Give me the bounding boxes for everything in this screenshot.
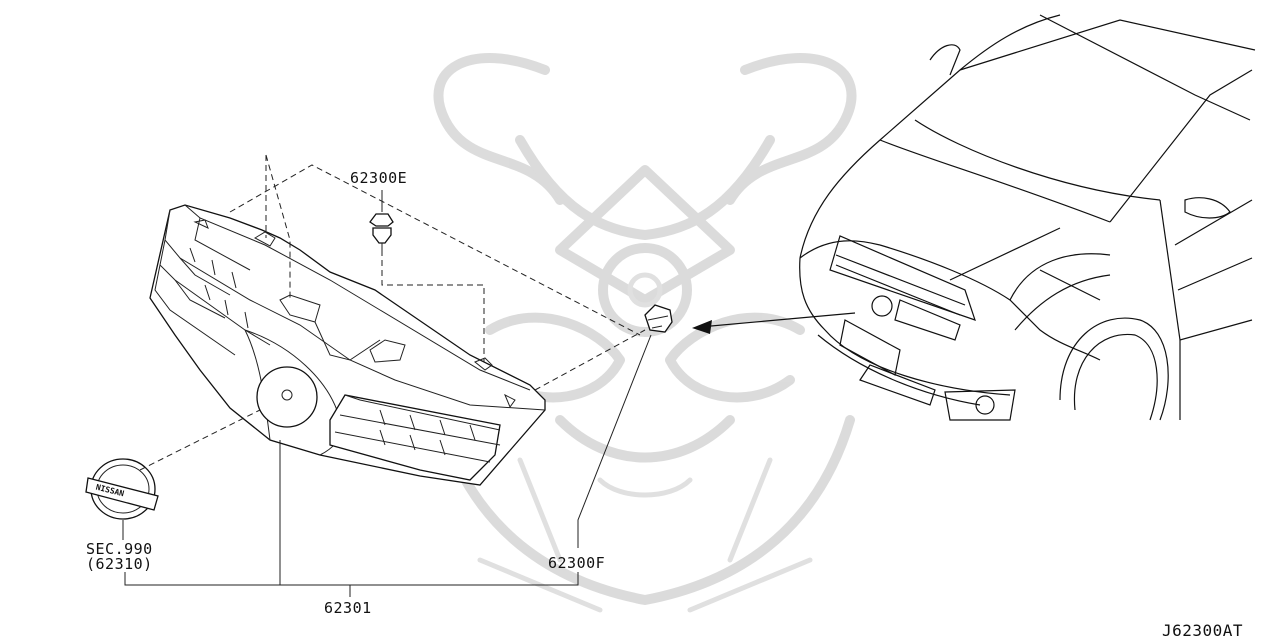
label-diagram-code: J62300AT bbox=[1162, 621, 1244, 640]
watermark-helmet bbox=[433, 53, 857, 613]
vehicle-outline bbox=[799, 14, 1256, 421]
nissan-emblem: NISSAN bbox=[85, 458, 159, 520]
label-sec-part: (62310) bbox=[86, 555, 153, 573]
label-62300e: 62300E bbox=[350, 169, 408, 187]
clip-62300f bbox=[644, 304, 673, 333]
label-62300f: 62300F bbox=[548, 554, 606, 572]
label-62301: 62301 bbox=[324, 599, 372, 617]
clip-62300e bbox=[369, 213, 394, 250]
label-sec-ref: SEC.990 bbox=[86, 540, 153, 558]
pointer-arrow bbox=[692, 312, 856, 334]
front-grille bbox=[149, 204, 546, 486]
leader-lines bbox=[122, 190, 652, 597]
dashed-guides bbox=[139, 154, 646, 471]
